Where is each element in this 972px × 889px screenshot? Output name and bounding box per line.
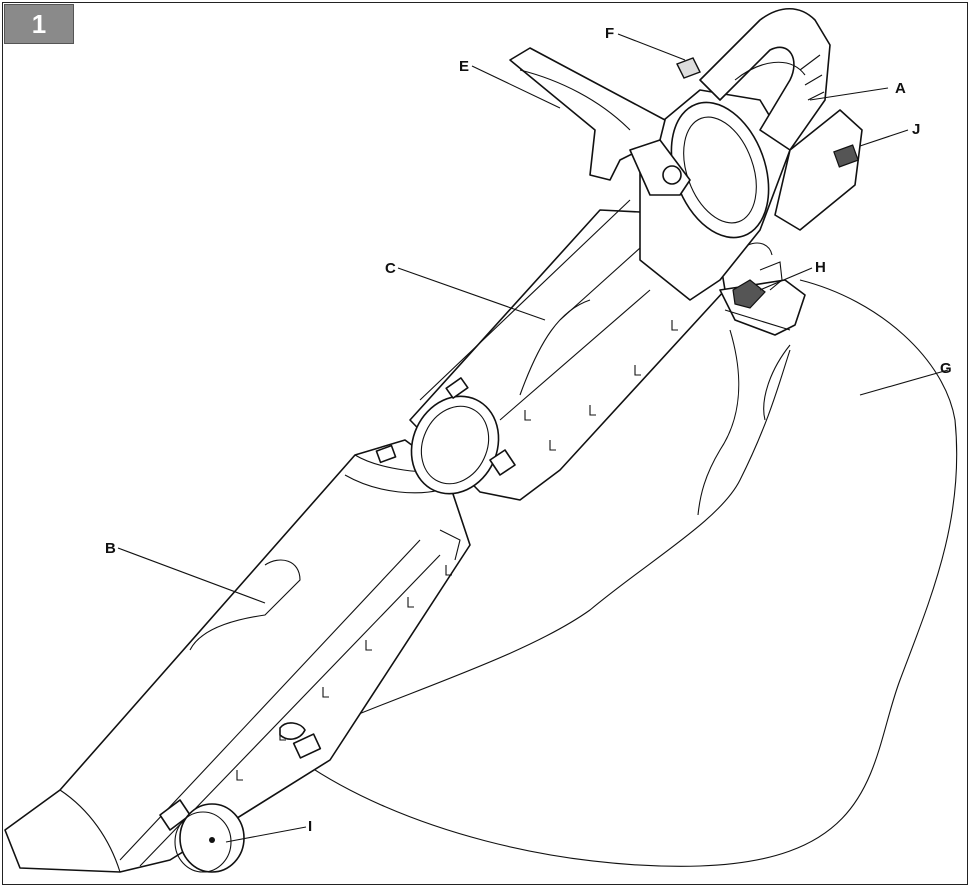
leader-line-f bbox=[617, 33, 686, 61]
leader-line-i bbox=[225, 826, 307, 843]
leader-line-b bbox=[117, 547, 266, 604]
leader-line-e bbox=[471, 65, 561, 109]
collection-bag-outline bbox=[299, 279, 958, 867]
leader-line-g bbox=[859, 369, 949, 396]
leader-line-c bbox=[397, 267, 546, 321]
label-j: J bbox=[912, 121, 920, 138]
mode-selector-knob bbox=[732, 242, 783, 309]
label-f: F bbox=[605, 25, 614, 42]
trigger bbox=[676, 57, 701, 79]
battery-pack bbox=[774, 109, 863, 231]
label-a: A bbox=[895, 80, 906, 97]
leader-line-j bbox=[859, 129, 909, 147]
upper-tube bbox=[409, 199, 726, 501]
label-b: B bbox=[105, 540, 116, 557]
figure-number-badge: 1 bbox=[4, 4, 74, 44]
label-h: H bbox=[815, 259, 826, 276]
collection-bag-fold bbox=[697, 329, 740, 516]
leader-line-h bbox=[759, 267, 813, 291]
leader-lines bbox=[117, 33, 949, 843]
lower-tube bbox=[4, 439, 471, 873]
front-handle bbox=[509, 47, 691, 196]
leader-line-a bbox=[809, 87, 889, 101]
label-g: G bbox=[940, 360, 952, 377]
label-e: E bbox=[459, 58, 469, 75]
collection-bag-fold-2 bbox=[763, 344, 791, 421]
label-i: I bbox=[308, 818, 312, 835]
label-c: C bbox=[385, 260, 396, 277]
wheel bbox=[174, 803, 245, 873]
